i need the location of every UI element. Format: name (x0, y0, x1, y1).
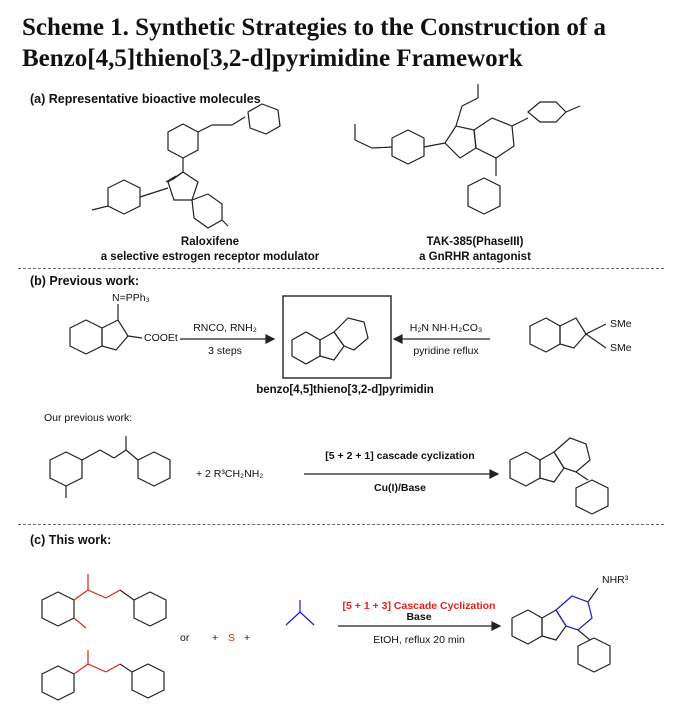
cascade-previous-label: [5 + 2 + 1] cascade cyclization (325, 450, 475, 462)
our-previous-label: Our previous work: (44, 412, 133, 424)
tak385-name: TAK-385(PhaseIII) (426, 236, 524, 248)
base-label: Base (406, 611, 432, 623)
sme-label-top: SMe (610, 318, 632, 330)
cooet-label: COOEt (144, 332, 178, 344)
rnco-label: RNCO, RNH₂ (193, 322, 257, 334)
amine-label: + 2 R³CH₂NH₂ (196, 468, 264, 480)
title-line-2: Benzo[4,5]thieno[3,2-d]pyrimidine Framew… (22, 45, 523, 72)
guanidine-carbonate-label: H₂N NH·H₂CO₃ (409, 322, 483, 334)
etoh-label: EtOH, reflux 20 min (373, 634, 465, 646)
section-b-label: (b) Previous work: (30, 274, 140, 288)
our-previous-work-structures (49, 436, 609, 515)
divider-2 (18, 524, 664, 525)
cu-base-label: Cu(I)/Base (374, 482, 426, 494)
section-c-label: (c) This work: (30, 533, 112, 547)
section-a-label: (a) Representative bioactive molecules (30, 92, 261, 106)
ppz-label: N=PPh₃ (112, 292, 150, 304)
nhr3-label: NHR³ (602, 574, 629, 586)
raloxifene-structure (91, 103, 281, 229)
plus-sign-2: + (244, 632, 251, 644)
sme-label-bottom: SMe (610, 342, 632, 354)
scheme-title: Scheme 1. Synthetic Strategies to the Co… (22, 12, 662, 74)
title-line-1: Scheme 1. Synthetic Strategies to the Co… (22, 14, 606, 41)
divider-1 (18, 268, 664, 269)
raloxifene-desc: a selective estrogen receptor modulator (100, 251, 320, 263)
or-label: or (180, 632, 190, 644)
sulfur-label: S (228, 632, 236, 644)
framework-name: benzo[4,5]thieno[3,2-d]pyrimidin (256, 384, 434, 396)
plus-sign-1: + (212, 632, 219, 644)
pyridine-reflux-label: pyridine reflux (413, 345, 479, 357)
tak385-structure (354, 84, 581, 215)
raloxifene-name: Raloxifene (180, 236, 240, 248)
steps-label: 3 steps (208, 345, 242, 357)
tak385-desc: a GnRHR antagonist (419, 251, 531, 263)
this-work-structures (41, 574, 611, 701)
cascade-new-label: [5 + 1 + 3] Cascade Cyclization (342, 600, 496, 612)
previous-work-structures (69, 295, 607, 379)
